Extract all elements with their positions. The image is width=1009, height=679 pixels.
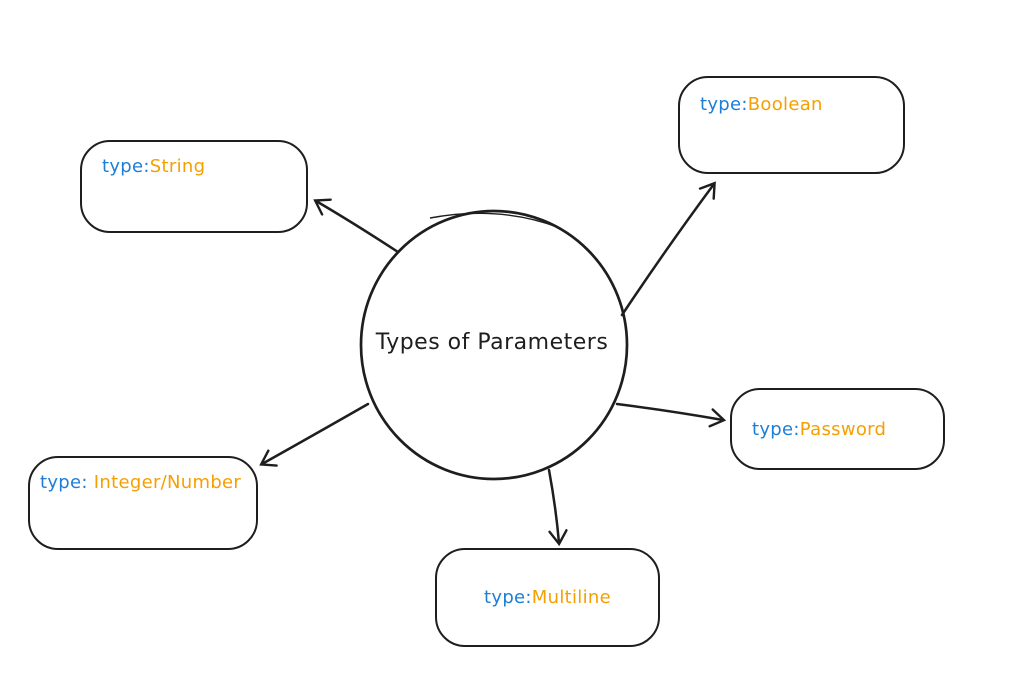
node-box-boolean[interactable]: type:Boolean — [678, 76, 905, 174]
node-boolean-value: Boolean — [747, 94, 823, 115]
node-multiline-value: Multiline — [531, 587, 611, 608]
arrow-multiline[interactable] — [547, 468, 568, 547]
arrow-string[interactable] — [313, 198, 400, 254]
node-string-value: String — [149, 156, 206, 177]
arrow-boolean[interactable] — [620, 181, 716, 317]
node-box-string[interactable]: type:String — [80, 140, 308, 233]
node-box-multiline[interactable]: type: Multiline — [435, 548, 660, 647]
arrow-password[interactable] — [615, 402, 727, 428]
node-box-password[interactable]: type:Password — [730, 388, 945, 470]
node-boolean-prefix: type: — [700, 94, 748, 115]
arrow-integer[interactable] — [259, 402, 370, 467]
center-circle[interactable] — [359, 209, 629, 481]
node-password-prefix: type: — [752, 418, 800, 440]
node-password-value: Password — [799, 418, 887, 440]
node-integer-prefix: type: — [40, 472, 94, 493]
node-box-integer-number[interactable]: type: Integer/Number — [28, 456, 258, 550]
node-string-prefix: type: — [102, 156, 150, 177]
node-multiline-prefix: type: — [484, 587, 532, 608]
node-integer-value: Integer/Number — [93, 472, 242, 493]
center-circle-sketch-stroke — [429, 212, 561, 229]
center-label[interactable]: Types of Parameters — [375, 330, 609, 355]
